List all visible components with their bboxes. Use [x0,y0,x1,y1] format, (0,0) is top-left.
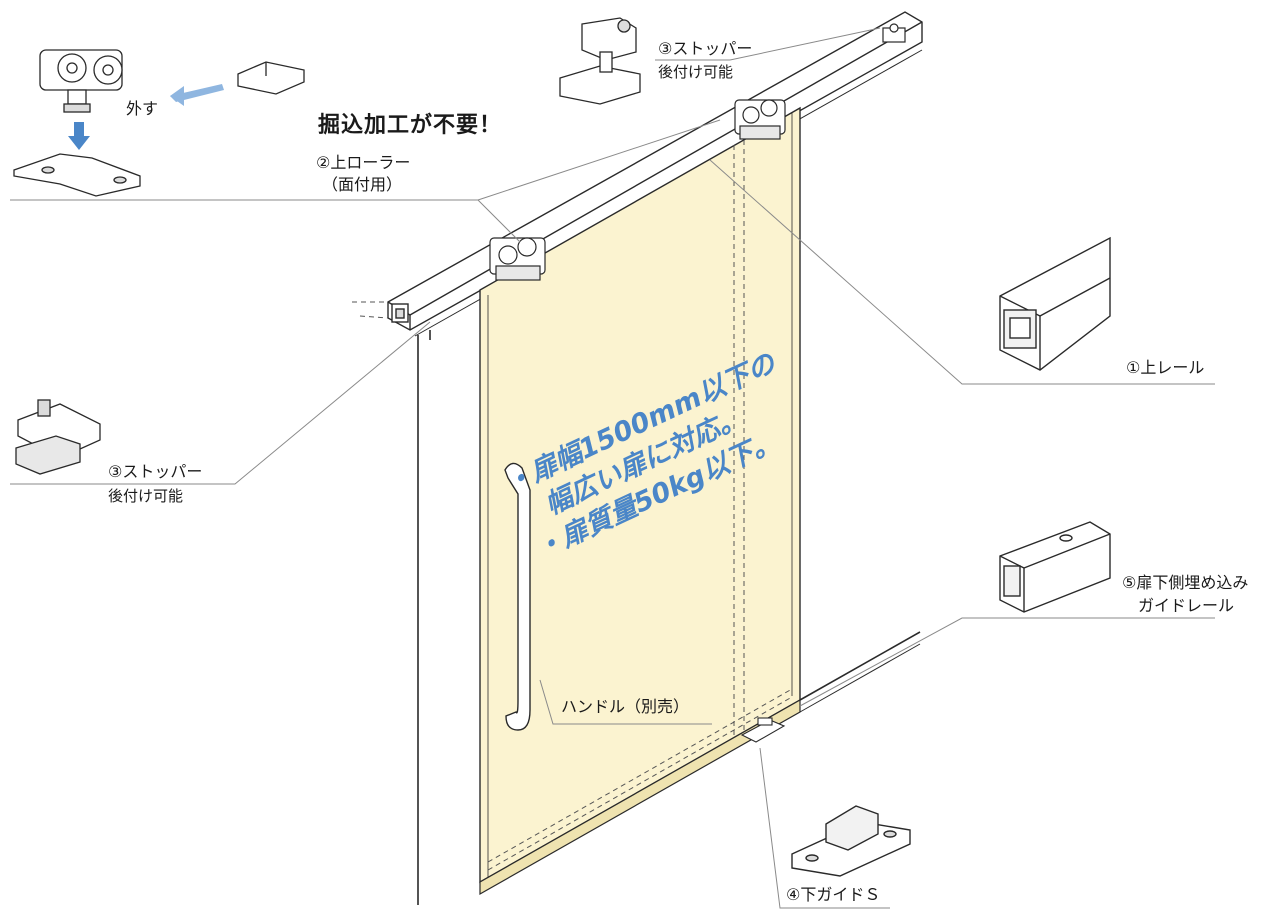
bottom-guide-detail [791,805,911,877]
bottom-rail-detail [999,521,1111,613]
door-panel [479,106,801,896]
stopper-left-sub-label: 後付け可能 [108,487,184,505]
rail-end-stopper [882,23,906,43]
bottom-rail-label-line2: ガイドレール [1138,596,1235,615]
left-arrow [170,84,224,106]
mount-plate-detail [13,153,141,197]
leader-lines [10,27,1215,909]
stopper-left-label: ③ストッパー [108,462,203,481]
bottom-rail-label-line1: ⑤扉下側埋め込み [1122,573,1249,592]
bottom-guide-installed [740,717,786,743]
bottom-guide-label: ④下ガイドＳ [786,885,881,904]
roller-left [489,237,546,281]
upper-roller-label: ②上ローラー [316,153,411,172]
stopper-left-detail [15,399,101,475]
wall-lines [417,330,921,905]
cover-part-detail [237,61,305,95]
roller-right [734,99,786,140]
rail-dashed-extension [352,301,389,319]
stopper-top-label: ③ストッパー [658,39,753,58]
stopper-top-sub-label: 後付け可能 [658,63,734,81]
door-handle [504,462,531,731]
upper-rail-label: ①上レール [1126,358,1205,377]
roller-detail [39,49,123,113]
no-mortise-label: 掘込加工が不要！ [318,113,503,138]
upper-roller-sub-label: （面付用） [322,175,403,194]
upper-rail-detail [999,236,1111,371]
down-arrow [68,122,90,150]
handle-label: ハンドル（別売） [561,697,690,716]
remove-label: 外す [126,99,159,118]
stopper-top-detail [559,17,641,105]
